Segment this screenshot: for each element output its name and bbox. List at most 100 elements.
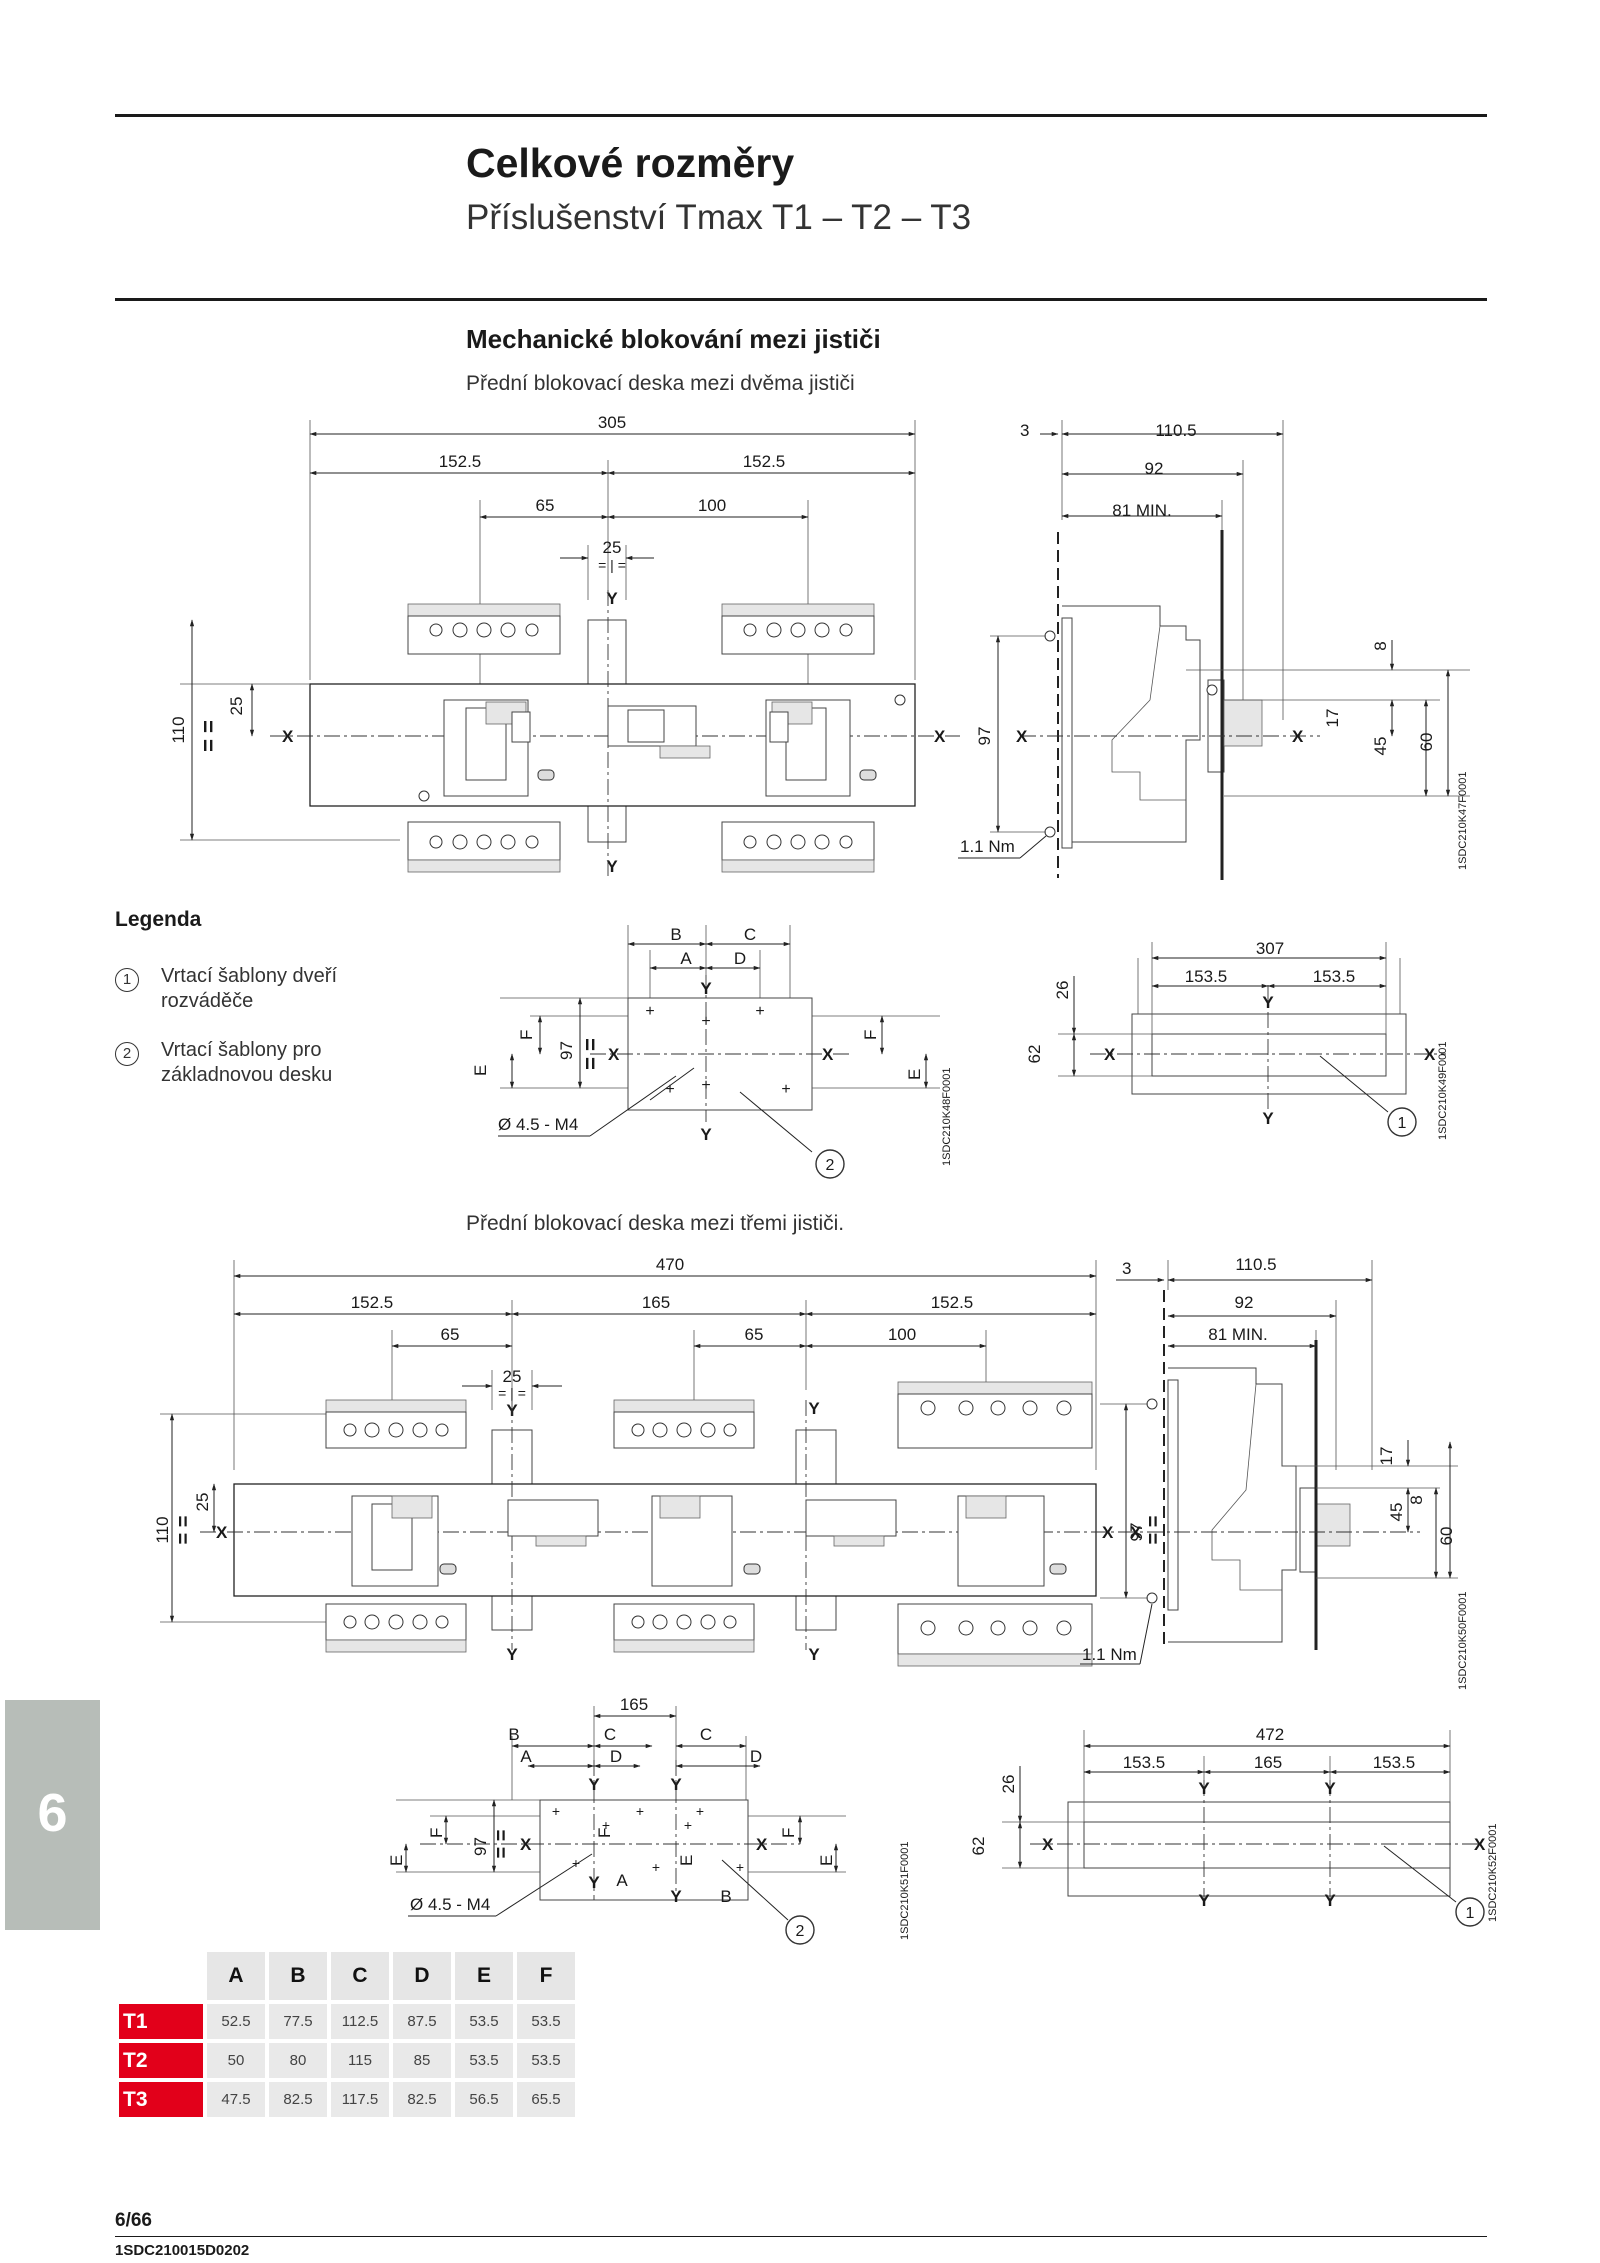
dim-153-5-left: 153.5 [1123, 1753, 1166, 1772]
side-view-three-breakers: 3 110.5 92 81 MIN. X = = 97 17 8 45 60 1… [1080, 1255, 1469, 1690]
dim-3: 3 [1122, 1259, 1131, 1278]
equal-mark: = = [1143, 1516, 1165, 1545]
door-template-two: 307 153.5 153.5 Y Y X X 26 62 1 1SDC210K… [1025, 939, 1449, 1140]
axis-x: X [1474, 1835, 1486, 1854]
drawing-code: 1SDC210K48F0001 [941, 1068, 953, 1166]
dim-45: 45 [1387, 1503, 1406, 1522]
axis-y: Y [670, 1775, 682, 1794]
dim-153-5-right: 153.5 [1373, 1753, 1416, 1772]
dim-3: 3 [1020, 421, 1029, 440]
hole-mark: + [645, 1003, 654, 1020]
dim-97: 97 [975, 727, 994, 746]
axis-x: X [1104, 1045, 1116, 1064]
axis-x: X [756, 1835, 768, 1854]
axis-x: X [520, 1835, 532, 1854]
dim-81-min: 81 MIN. [1112, 501, 1172, 520]
dim-152-5-right: 152.5 [743, 452, 786, 471]
top-rule [115, 114, 1487, 117]
caption-three-breakers: Přední blokovací deska mezi třemi jistič… [466, 1212, 845, 1235]
table-cell: 56.5 [455, 2082, 513, 2117]
page-title: Celkové rozměry [466, 140, 795, 186]
axis-y-bottom: Y [606, 857, 618, 876]
dim-label-e: E [905, 1069, 924, 1080]
hole-size-label: Ø 4.5 - M4 [410, 1895, 490, 1914]
dim-165: 165 [1254, 1753, 1282, 1772]
callout-2: 2 [796, 1923, 805, 1940]
table-cell: 117.5 [331, 2082, 389, 2117]
axis-y: Y [700, 1125, 712, 1144]
dim-60: 60 [1417, 733, 1436, 752]
table-cell: 52.5 [207, 2004, 265, 2039]
dim-label-f: F [517, 1030, 536, 1040]
axis-y-top: Y [606, 589, 618, 608]
front-view-three-breakers: 470 152.5 165 152.5 65 65 100 25 = | = Y… [153, 1255, 1130, 1667]
dim-label-c: C [604, 1725, 616, 1744]
axis-x: X [216, 1523, 228, 1542]
dim-305: 305 [598, 413, 626, 432]
table-cell: 53.5 [517, 2043, 575, 2078]
table-cell: 112.5 [331, 2004, 389, 2039]
hole-mark: + [696, 1803, 704, 1819]
dim-label-b: B [670, 925, 681, 944]
chapter-tab: 6 [5, 1700, 100, 1930]
dim-100: 100 [888, 1325, 916, 1344]
drawing-code: 1SDC210K47F0001 [1457, 772, 1469, 870]
equal-mark: = = [173, 1516, 195, 1545]
equal-mark: = = [196, 720, 221, 752]
dim-label-d: D [734, 949, 746, 968]
dim-label-e: E [471, 1065, 490, 1076]
torque-label: 1.1 Nm [1082, 1645, 1137, 1664]
dim-153-5-left: 153.5 [1185, 967, 1228, 986]
table-row: T1 52.5 77.5 112.5 87.5 53.5 53.5 [119, 2004, 575, 2039]
dim-81-min: 81 MIN. [1208, 1325, 1268, 1344]
dim-25-vertical: 25 [227, 697, 246, 716]
dim-label-c: C [744, 925, 756, 944]
axis-x: X [1424, 1045, 1436, 1064]
chapter-number: 6 [37, 1783, 68, 1843]
axis-y: Y [1324, 1891, 1336, 1910]
dim-165: 165 [642, 1293, 670, 1312]
dim-label-e: E [677, 1855, 696, 1866]
dim-25-vertical: 25 [193, 1493, 212, 1512]
table-cell: 77.5 [269, 2004, 327, 2039]
dim-label-b: B [508, 1725, 519, 1744]
dim-label-f: F [595, 1828, 614, 1838]
hole-mark: + [781, 1081, 790, 1098]
hole-size-label: Ø 4.5 - M4 [498, 1115, 578, 1134]
dim-110: 110 [169, 716, 188, 743]
col-header: A [207, 1952, 265, 2000]
col-header: D [393, 1952, 451, 2000]
dim-110-5: 110.5 [1235, 1255, 1276, 1274]
dim-470: 470 [656, 1255, 684, 1274]
axis-x: X [822, 1045, 834, 1064]
section-title: Mechanické blokování mezi jističi [466, 324, 881, 354]
callout-1: 1 [1466, 1905, 1475, 1922]
drawing-code: 1SDC210K51F0001 [899, 1842, 911, 1940]
legend-number: 1 [115, 968, 139, 992]
side-view-two-breakers: 3 110.5 92 81 MIN. X X 8 17 45 60 97 [958, 420, 1470, 880]
dim-62: 62 [969, 1837, 988, 1856]
dim-92: 92 [1235, 1293, 1254, 1312]
hole-mark: + [652, 1859, 660, 1875]
dim-26: 26 [999, 1775, 1018, 1794]
equal-mark: = = [491, 1830, 513, 1859]
axis-x-side-right: X [1292, 727, 1304, 746]
hole-mark: + [755, 1003, 764, 1020]
dim-472: 472 [1256, 1725, 1284, 1744]
axis-x-left: X [282, 727, 294, 746]
dim-label-c: C [700, 1725, 712, 1744]
axis-x: X [1042, 1835, 1054, 1854]
axis-y: Y [506, 1645, 518, 1664]
hole-mark: + [701, 1077, 710, 1094]
drawing-code: 1SDC210K49F0001 [1437, 1042, 1449, 1140]
dim-label-d: D [750, 1747, 762, 1766]
base-plate-template-two: B C A D Y Y X X + + + + + + E F F E 97 =… [471, 925, 953, 1179]
dim-label-a: A [520, 1747, 532, 1766]
axis-y: Y [588, 1873, 600, 1892]
dim-26: 26 [1053, 981, 1072, 1000]
axis-y: Y [808, 1399, 820, 1418]
dim-8: 8 [1407, 1495, 1426, 1504]
legend-heading: Legenda [115, 908, 202, 931]
col-header: C [331, 1952, 389, 2000]
